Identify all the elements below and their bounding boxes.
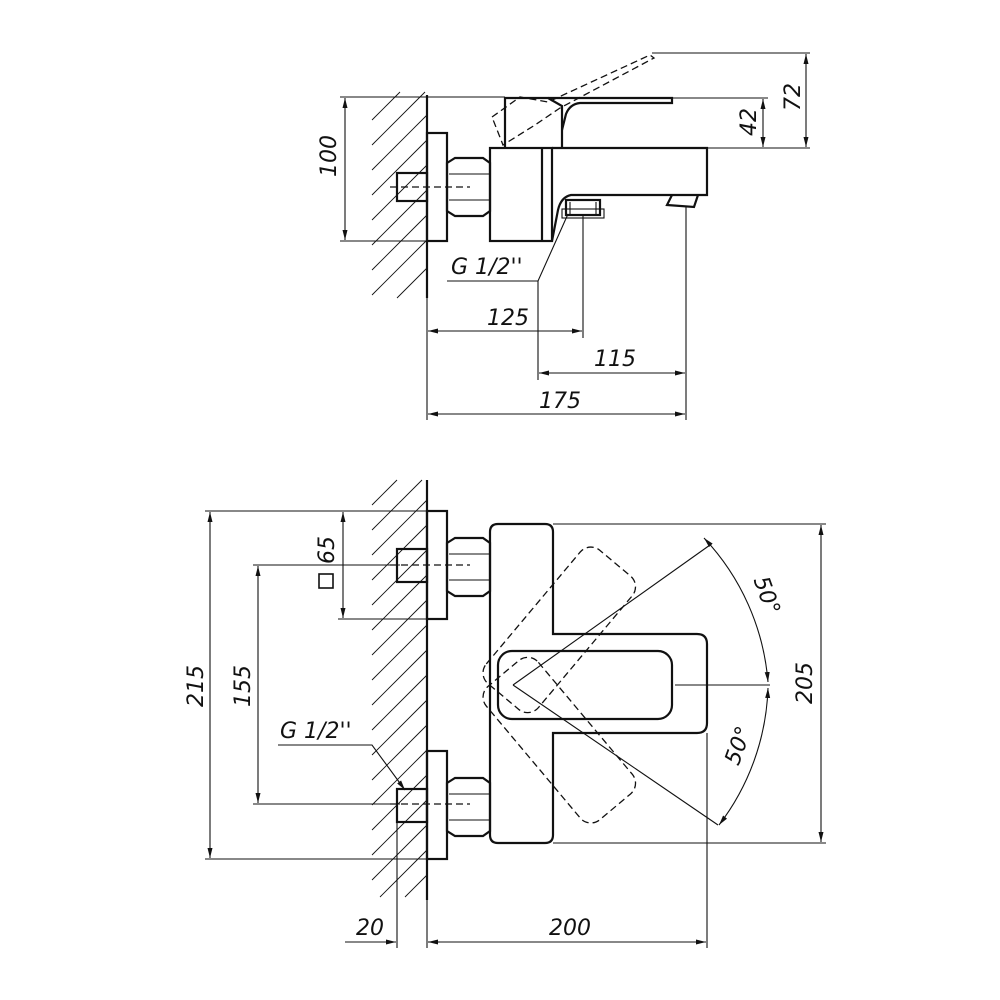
lever-handle-side: [491, 54, 674, 148]
angle-upper: 50°: [748, 573, 785, 618]
front-view: 50° 50° 215 155 65 205 G 1/2'': [184, 479, 826, 948]
square-symbol-icon: [318, 573, 334, 589]
hex-nut-lower: [445, 776, 492, 838]
dim-42: 42: [737, 108, 762, 136]
dim-215: 215: [184, 665, 209, 707]
thread-label-front: G 1/2'': [280, 719, 352, 744]
dim-205: 205: [793, 662, 818, 704]
mixer-body-side: [488, 146, 709, 243]
side-view: 100 72 42 G 1/2'' 125 115 175: [317, 52, 810, 420]
dim-20: 20: [356, 916, 384, 941]
wall-hatch-top: [371, 91, 429, 299]
hex-nut-upper: [445, 536, 492, 598]
dim-155: 155: [231, 665, 256, 707]
dim-200: 200: [549, 916, 591, 941]
dim-square-65: 65: [315, 536, 340, 564]
angle-lower: 50°: [720, 723, 757, 768]
pipe-stub-lower: [395, 787, 429, 824]
dim-100: 100: [317, 135, 342, 177]
dim-125: 125: [487, 306, 529, 331]
dim-175: 175: [539, 389, 581, 414]
wall-flange-lower: [425, 749, 449, 861]
mixer-body-front: [488, 522, 709, 845]
lever-rotated-positions: [482, 544, 770, 826]
thread-label-top: G 1/2'': [451, 255, 523, 280]
wall-hatch-front: [371, 479, 429, 900]
dim-72: 72: [781, 83, 806, 111]
dim-115: 115: [594, 347, 636, 372]
